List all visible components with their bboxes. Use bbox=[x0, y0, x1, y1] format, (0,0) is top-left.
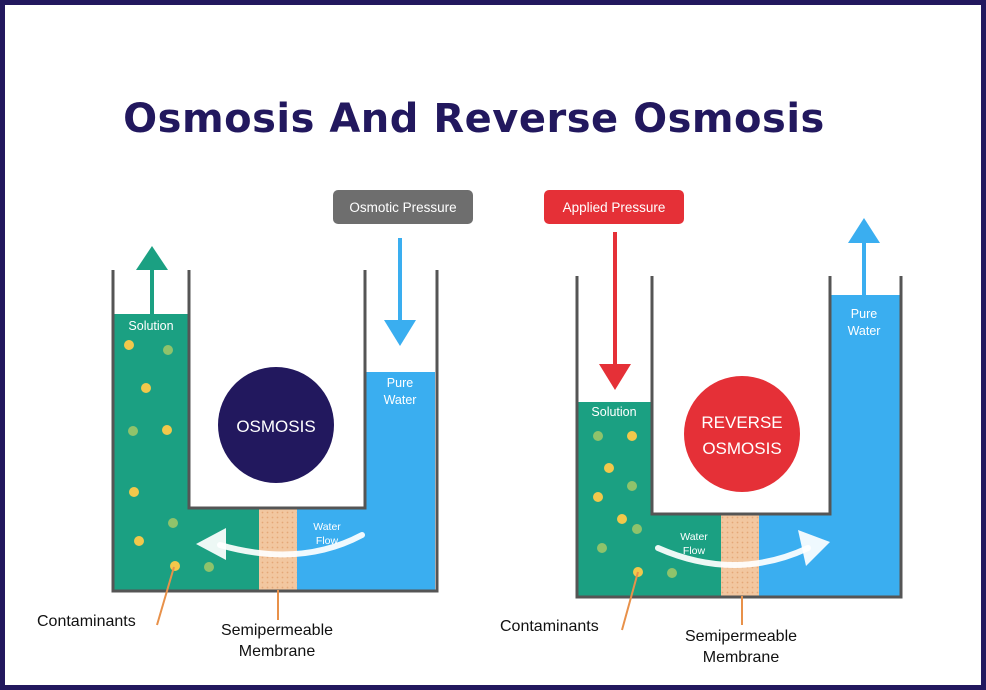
reverse-pressure-down-arrow bbox=[599, 232, 631, 390]
reverse-solution-label: Solution bbox=[591, 405, 636, 419]
reverse-membrane-label-line1: Semipermeable bbox=[685, 628, 797, 645]
osmosis-water-column bbox=[365, 372, 435, 590]
reverse-pure-water-label-line1: Pure bbox=[851, 307, 877, 321]
reverse-pure-water-up-arrow bbox=[848, 218, 880, 295]
reverse-membrane-label-line2: Membrane bbox=[703, 649, 780, 666]
svg-text:OSMOSIS: OSMOSIS bbox=[702, 439, 781, 458]
reverse-solution-bottom bbox=[578, 514, 721, 596]
reverse-membrane bbox=[721, 514, 759, 596]
osmosis-contaminants-callout-line bbox=[156, 566, 175, 626]
reverse-pure-water-label-line2: Water bbox=[848, 324, 881, 338]
reverse-water-flow-arrow bbox=[655, 530, 830, 568]
osmosis-center-badge: OSMOSIS bbox=[218, 367, 334, 483]
osmosis-pure-water-label-line2: Water bbox=[384, 393, 417, 407]
reverse-particles bbox=[593, 431, 677, 578]
osmosis-membrane-label-line2: Membrane bbox=[239, 643, 316, 660]
osmosis-contaminants-label: Contaminants bbox=[37, 613, 136, 630]
osmosis-pressure-down-arrow bbox=[384, 238, 416, 346]
osmosis-water-flow-label-line1: Water bbox=[313, 521, 341, 533]
osmosis-water-flow-arrow bbox=[196, 528, 365, 560]
osmosis-pure-water-label-line1: Pure bbox=[387, 376, 413, 390]
reverse-osmosis-diagram: Applied Pressure REVERSE OSMOSIS Solutio… bbox=[500, 190, 903, 666]
reverse-water-column bbox=[830, 295, 901, 596]
svg-text:Applied Pressure: Applied Pressure bbox=[563, 200, 666, 215]
reverse-contaminants-label: Contaminants bbox=[500, 618, 599, 635]
svg-text:REVERSE: REVERSE bbox=[701, 413, 782, 432]
osmosis-membrane bbox=[259, 508, 297, 590]
osmosis-container-walls bbox=[111, 270, 439, 593]
reverse-container-walls bbox=[575, 276, 903, 599]
reverse-contaminants-callout-line bbox=[621, 571, 639, 631]
osmosis-water-flow-label-line2: Flow bbox=[316, 535, 339, 547]
osmosis-membrane-label-line1: Semipermeable bbox=[221, 622, 333, 639]
svg-text:Osmotic Pressure: Osmotic Pressure bbox=[349, 200, 456, 215]
osmosis-diagram: Osmotic Pressure OSMOSIS Solution Pure W… bbox=[37, 190, 473, 660]
svg-text:OSMOSIS: OSMOSIS bbox=[236, 417, 315, 436]
osmosis-solution-label: Solution bbox=[128, 319, 173, 333]
osmosis-solution-up-arrow bbox=[136, 246, 168, 314]
applied-pressure-badge: Applied Pressure bbox=[544, 190, 684, 224]
reverse-water-flow-label-line1: Water bbox=[680, 531, 708, 543]
reverse-osmosis-center-badge: REVERSE OSMOSIS bbox=[684, 376, 800, 492]
diagram-title: Osmosis And Reverse Osmosis bbox=[123, 96, 825, 142]
osmosis-particles bbox=[124, 340, 214, 572]
reverse-water-flow-label-line2: Flow bbox=[683, 545, 706, 557]
osmotic-pressure-badge: Osmotic Pressure bbox=[333, 190, 473, 224]
